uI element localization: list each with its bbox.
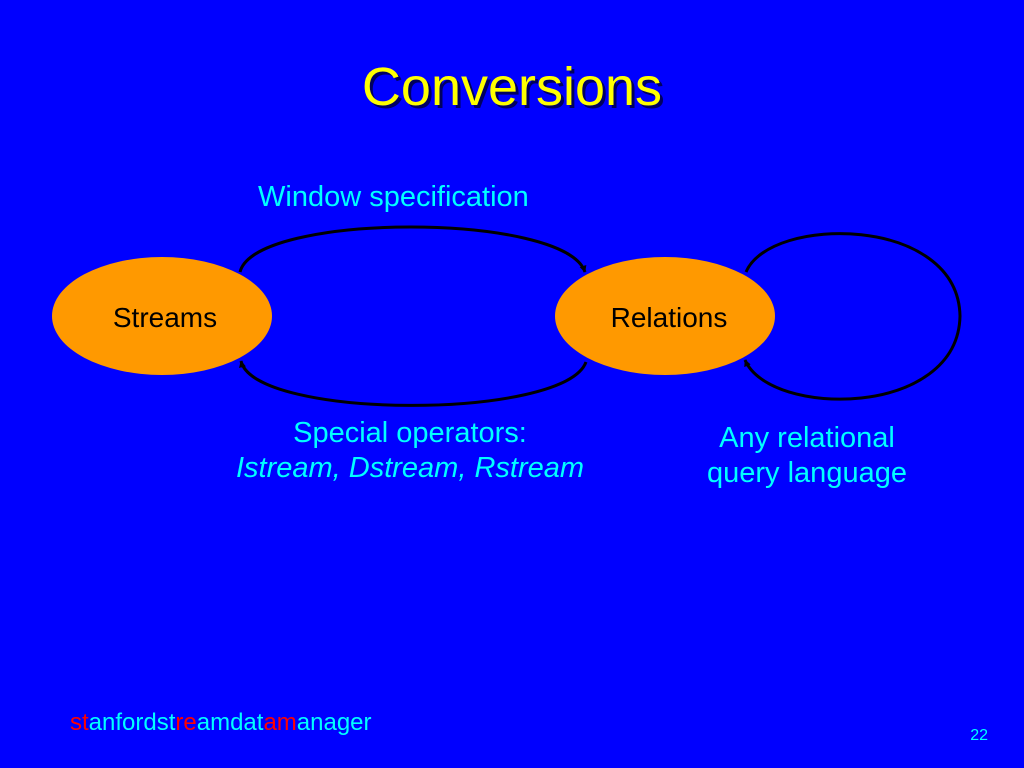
relational-query-label: Any relational query language <box>676 421 938 491</box>
relational-query-label-line2: query language <box>707 457 907 489</box>
window-spec-label: Window specification <box>258 181 529 213</box>
relational-query-label-line1: Any relational <box>719 422 895 454</box>
relational-query-loop-arrow <box>743 232 962 401</box>
special-operators-arrow <box>239 360 588 407</box>
window-spec-arrow <box>238 225 587 273</box>
special-operators-label-line1: Special operators: <box>293 417 527 449</box>
stanford-stream-data-manager-logo: stanfordstreamdatamanager <box>70 709 372 736</box>
page-number: 22 <box>970 727 988 744</box>
special-operators-label-line2: Istream, Dstream, Rstream <box>235 452 585 484</box>
relations-node-label: Relations <box>611 302 728 333</box>
slide-title: Conversions <box>361 57 663 117</box>
streams-node: Streams <box>52 257 272 375</box>
streams-node-label: Streams <box>113 302 217 333</box>
special-operators-label: Special operators: Istream, Dstream, Rst… <box>200 416 620 486</box>
relations-node: Relations <box>555 257 775 375</box>
